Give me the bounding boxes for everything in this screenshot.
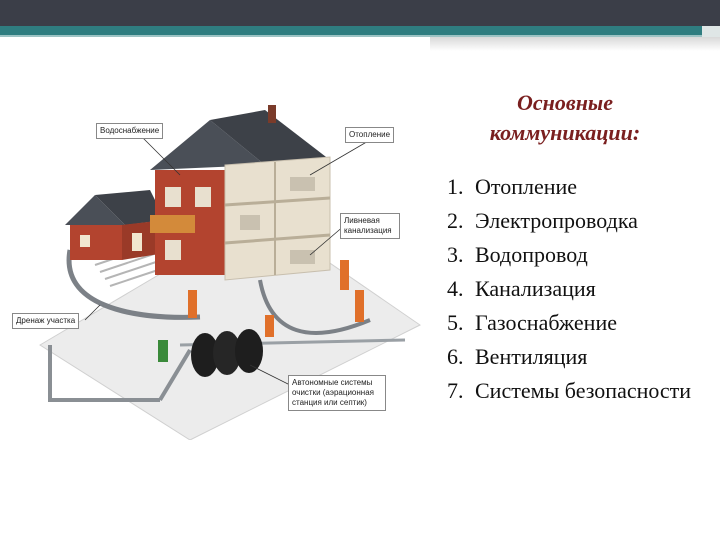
callout-storm-sewer: Ливневая канализация <box>340 213 400 239</box>
list-item: 3.Водопровод <box>447 242 588 267</box>
callout-autonomous-systems: Автономные системы очистки (аэрационная … <box>288 375 386 411</box>
septic-tank <box>235 329 263 373</box>
drainage-pipe <box>48 345 160 402</box>
callout-heating: Отопление <box>345 127 395 143</box>
slide-title-line-1: Основные <box>517 90 613 115</box>
header-shadow <box>430 37 720 51</box>
house-roof-right <box>210 110 330 165</box>
drainage-pipe-link <box>158 348 192 402</box>
list-item: 1.Отопление <box>447 174 578 199</box>
septic-tank <box>213 331 241 375</box>
orange-riser <box>355 290 364 322</box>
list-item: 7.Системы безопасности <box>447 378 692 403</box>
chimney <box>268 105 276 123</box>
list-item: 2.Электропроводка <box>447 208 638 233</box>
orange-riser <box>265 315 274 337</box>
callout-drainage: Дренаж участка <box>12 313 80 329</box>
house-communications-diagram: Водоснабжение Отопление Ливневая канализ… <box>10 95 430 441</box>
list-item: 6.Вентиляция <box>447 344 588 369</box>
accent-band-light <box>0 35 720 37</box>
septic-tank <box>191 333 219 377</box>
accent-corner <box>702 26 720 37</box>
house-roof-left <box>150 120 265 170</box>
guest-house-wall <box>70 225 122 260</box>
accent-band <box>0 26 720 35</box>
list-item: 4.Канализация <box>447 276 596 301</box>
sewer-pipe <box>258 279 371 335</box>
house-illustration <box>39 105 421 441</box>
communications-list: 1.Отопление 2.Электропроводка 3.Водопров… <box>447 170 715 408</box>
slide-title: Основные коммуникации: <box>440 88 690 148</box>
callout-water-supply: Водоснабжение <box>96 123 164 139</box>
list-item: 5.Газоснабжение <box>447 310 617 335</box>
orange-riser <box>340 260 349 290</box>
green-riser <box>158 340 168 362</box>
slide-title-line-2: коммуникации: <box>489 120 641 145</box>
balcony <box>150 215 195 233</box>
drain-pipe <box>66 249 201 320</box>
orange-riser <box>188 290 197 318</box>
top-bar <box>0 0 720 26</box>
guest-house-roof <box>65 195 125 225</box>
